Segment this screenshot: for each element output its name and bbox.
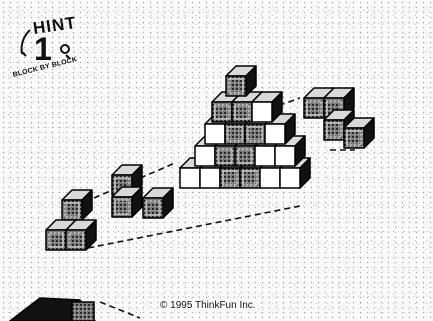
piece-c-cube [344, 118, 374, 148]
piece-b-cube [112, 187, 142, 217]
copyright-notice: © 1995 ThinkFun Inc. [158, 300, 258, 311]
hint-number: 1 [34, 33, 52, 65]
partial-block-piece [10, 298, 95, 321]
pyramid-row4-cube [252, 92, 282, 122]
piece-b-cube [143, 188, 173, 218]
piece-a-cube [66, 220, 96, 250]
dot-icon [61, 45, 69, 53]
pyramid-top-cube [226, 66, 256, 96]
piece-a-cube [62, 190, 92, 220]
